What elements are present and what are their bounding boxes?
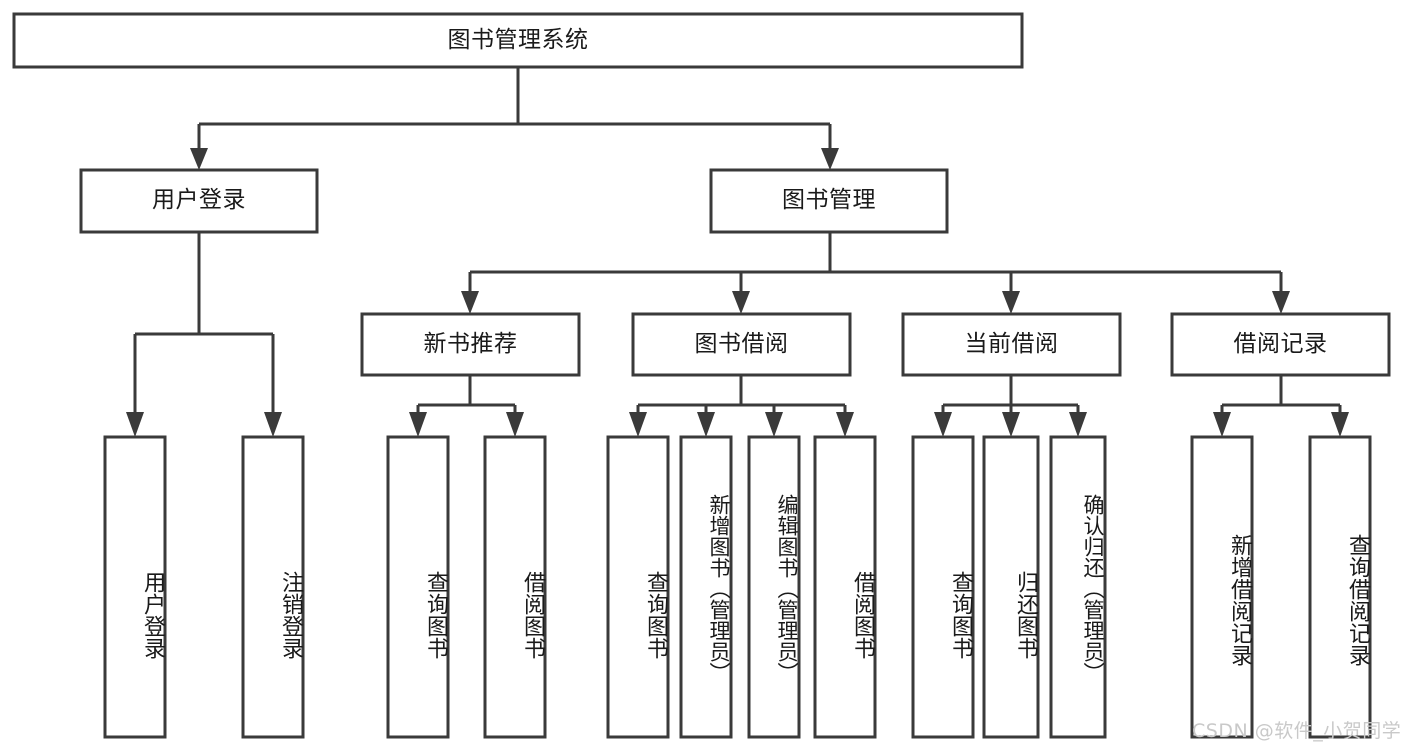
arrowhead-book-mgmt <box>821 148 839 170</box>
node-box-user-login[interactable] <box>79 168 319 234</box>
arrowhead-borrow-record <box>1272 291 1290 314</box>
leaf-box-11[interactable] <box>1049 435 1107 739</box>
leaf-box-3[interactable] <box>386 435 450 739</box>
leaf-box-5[interactable] <box>606 435 670 739</box>
node-box-book-management[interactable] <box>709 168 949 234</box>
csdn-watermark: CSDN @软件_小贺同学 <box>1192 720 1402 742</box>
arrowhead-leaf-5 <box>629 412 647 437</box>
arrowhead-leaf-13 <box>1331 412 1349 437</box>
leaf-box-1[interactable] <box>103 435 167 739</box>
leaf-box-4[interactable] <box>483 435 547 739</box>
arrowhead-leaf-8 <box>836 412 854 437</box>
leaf-box-2[interactable] <box>241 435 305 739</box>
arrowhead-leaf-7 <box>765 412 783 437</box>
arrowhead-new-books <box>461 291 479 314</box>
arrowhead-leaf-11 <box>1069 412 1087 437</box>
leaf-box-9[interactable] <box>911 435 975 739</box>
arrowhead-leaf-3 <box>409 412 427 437</box>
arrowhead-user-login <box>190 148 208 170</box>
leaf-box-8[interactable] <box>813 435 877 739</box>
node-box-current-borrow[interactable] <box>901 312 1122 377</box>
arrowhead-leaf-10 <box>1002 412 1020 437</box>
node-box-new-book-recommend[interactable] <box>360 312 581 377</box>
arrowhead-leaf-4 <box>506 412 524 437</box>
leaf-box-6[interactable] <box>679 435 733 739</box>
arrowhead-leaf-1 <box>126 412 144 437</box>
arrowhead-leaf-12 <box>1213 412 1231 437</box>
arrowhead-leaf-2 <box>264 412 282 437</box>
leaf-box-13[interactable] <box>1308 435 1372 739</box>
node-box-root[interactable] <box>12 12 1024 69</box>
arrowhead-leaf-9 <box>934 412 952 437</box>
arrowhead-leaf-6 <box>697 412 715 437</box>
leaf-box-7[interactable] <box>747 435 801 739</box>
leaf-box-10[interactable] <box>982 435 1040 739</box>
connector-group <box>126 67 1349 437</box>
arrowhead-borrow-books <box>732 291 750 314</box>
arrowhead-current-borrow <box>1002 291 1020 314</box>
node-box-borrow-record[interactable] <box>1170 312 1391 377</box>
leaf-box-12[interactable] <box>1190 435 1254 739</box>
node-box-book-borrow[interactable] <box>631 312 852 377</box>
